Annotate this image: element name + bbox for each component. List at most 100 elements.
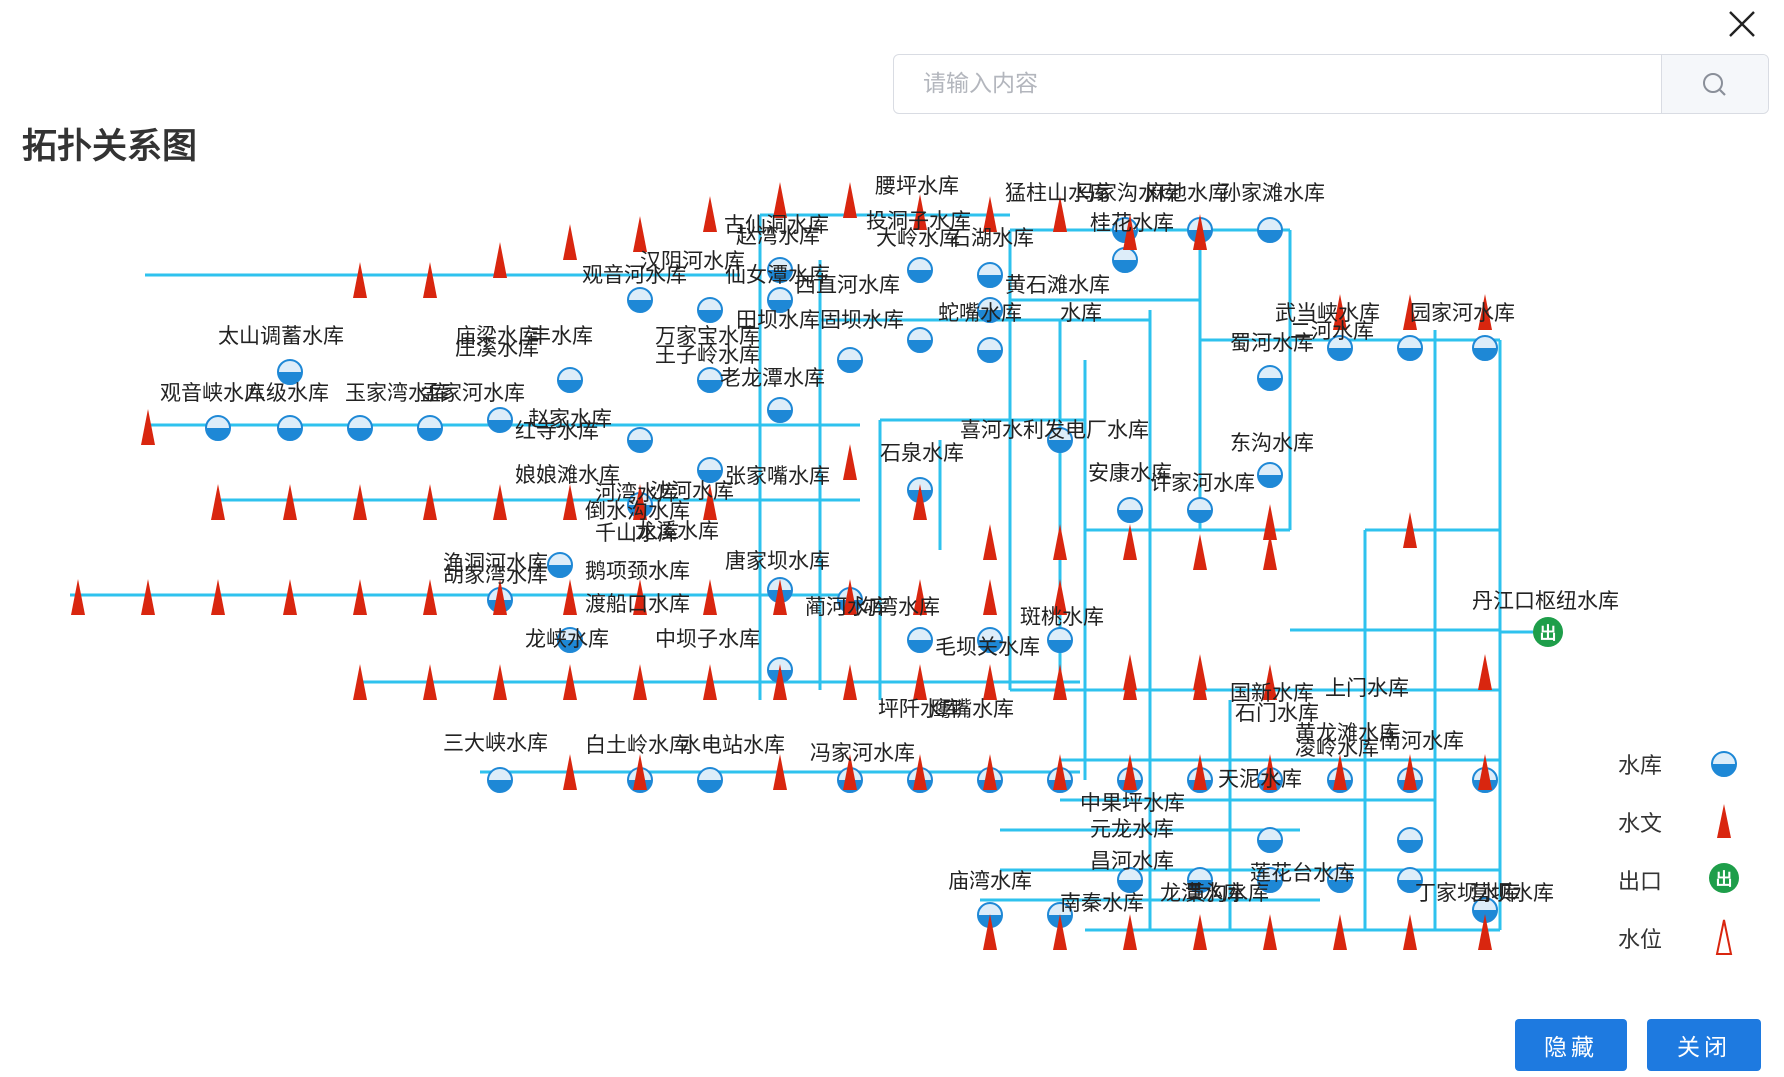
hydrology-node (633, 754, 647, 790)
search-button[interactable] (1661, 55, 1768, 113)
reservoir-label: 二河水库 (1290, 319, 1374, 343)
hydrology-node (493, 579, 507, 615)
hydrology-node (983, 524, 997, 560)
reservoir-label: 倒水沟水库 (585, 499, 690, 523)
reservoir-icon (1711, 751, 1737, 777)
reservoir-label: 蜀河水库 (1230, 331, 1314, 355)
reservoir-label: 南秦水库 (1060, 891, 1144, 915)
hydrology-node (843, 754, 857, 790)
reservoir-node (1397, 335, 1423, 361)
reservoir-label: 太山调蓄水库 (218, 324, 344, 348)
hydrology-node (913, 484, 927, 520)
reservoir-label: 水库 (1060, 301, 1102, 325)
reservoir-label: 河湾水库 (595, 481, 679, 505)
reservoir-label: 八级水库 (245, 381, 329, 405)
reservoir-label: 丁家坝水库 (1415, 881, 1520, 905)
reservoir-label: 石湖水库 (950, 226, 1034, 250)
hydrology-node (493, 664, 507, 700)
legend-item-hydrology: 水文 (1610, 800, 1760, 840)
reservoir-label: 龙潭水库 (1160, 881, 1244, 905)
hydrology-node (983, 579, 997, 615)
hydrology-icon (1717, 804, 1731, 838)
hydrology-node (1193, 914, 1207, 950)
reservoir-node (697, 367, 723, 393)
reservoir-node (977, 262, 1003, 288)
reservoir-node (627, 287, 653, 313)
reservoir-label: 庙梁水库 (455, 324, 539, 348)
reservoir-label: 唐家坝水库 (725, 549, 830, 573)
hydrology-node (353, 484, 367, 520)
hide-button[interactable]: 隐藏 (1515, 1019, 1627, 1071)
search-icon (1703, 73, 1726, 96)
hydrology-node (1333, 754, 1347, 790)
reservoir-label: 龙峡水库 (525, 627, 609, 651)
hydrology-node (1478, 294, 1492, 330)
outlet-icon: 出 (1709, 863, 1739, 893)
reservoir-label: 渔洞河水库 (443, 551, 548, 575)
reservoir-label: 丰水库 (530, 324, 593, 348)
hydrology-node (493, 242, 507, 278)
reservoir-label: 毛坝关水库 (935, 635, 1040, 659)
reservoir-node (907, 257, 933, 283)
hydrology-node (773, 754, 787, 790)
reservoir-node (1472, 335, 1498, 361)
reservoir-label: 千山水库 (595, 521, 679, 545)
reservoir-label: 水电站水库 (680, 733, 785, 757)
reservoir-label: 国新水库 (1230, 681, 1314, 705)
reservoir-label: 黄沟水库 (1185, 881, 1269, 905)
hydrology-node (1263, 534, 1277, 570)
reservoir-label: 庄溪水库 (455, 336, 539, 360)
hydrology-node (913, 579, 927, 615)
hydrology-node (353, 664, 367, 700)
reservoir-label: 石泉水库 (880, 441, 964, 465)
hydrology-node (493, 484, 507, 520)
reservoir-node (767, 257, 793, 283)
reservoir-label: 园家河水库 (1410, 301, 1515, 325)
search-input[interactable] (895, 56, 1663, 112)
hydrology-node (773, 664, 787, 700)
reservoir-label: 腰坪水库 (875, 174, 959, 198)
reservoir-node (977, 297, 1003, 323)
reservoir-label: 昌河水库 (1090, 849, 1174, 873)
reservoir-node (1472, 897, 1498, 923)
reservoir-label: 喜河水利发电厂水库 (960, 418, 1149, 442)
reservoir-label: 许家河水库 (1150, 471, 1255, 495)
hydrology-node (563, 484, 577, 520)
hydrology-node (1333, 294, 1347, 330)
hydrology-node (1053, 754, 1067, 790)
hydrology-node (1263, 664, 1277, 700)
reservoir-node (205, 415, 231, 441)
legend-label: 水位 (1618, 928, 1663, 953)
hydrology-node (1263, 914, 1277, 950)
legend-item-outlet: 出口 出 (1610, 858, 1760, 898)
hydrology-node (211, 579, 225, 615)
reservoir-node (767, 287, 793, 313)
hydrology-node (843, 664, 857, 700)
reservoir-label: 天泥水库 (1218, 767, 1302, 791)
reservoir-label: 王子岭水库 (655, 343, 760, 367)
reservoir-label: 娘娘滩水库 (515, 463, 620, 487)
hydrology-node (1193, 654, 1207, 690)
legend-label: 水库 (1618, 754, 1663, 779)
reservoir-label: 赵湾水库 (736, 224, 820, 248)
reservoir-label: 中坝子水库 (655, 627, 760, 651)
hydrology-node (1478, 654, 1492, 690)
hydrology-node (1333, 914, 1347, 950)
reservoir-node (487, 407, 513, 433)
reservoir-label: 西直河水库 (795, 273, 900, 297)
reservoir-node (697, 767, 723, 793)
reservoir-label: 斑桃水库 (1020, 605, 1104, 629)
reservoir-node (417, 415, 443, 441)
hydrology-node (1123, 214, 1137, 250)
reservoir-label: 古仙洞水库 (724, 213, 829, 237)
reservoir-node (907, 627, 933, 653)
page-title: 拓扑关系图 (22, 127, 198, 167)
hydrology-node (1123, 914, 1137, 950)
reservoir-label: 鹅项颈水库 (585, 559, 690, 583)
close-button[interactable]: 关闭 (1647, 1019, 1761, 1071)
reservoir-label: 上门水库 (1325, 676, 1409, 700)
close-icon[interactable] (1720, 2, 1764, 46)
hydrology-node (1053, 664, 1067, 700)
topology-graph: 出丹江口枢纽水库腰坪水库猛柱山水库马家沟水库麻池水库孙家滩水库古仙洞水库赵湾水库… (70, 174, 1619, 950)
hydrology-node (423, 664, 437, 700)
